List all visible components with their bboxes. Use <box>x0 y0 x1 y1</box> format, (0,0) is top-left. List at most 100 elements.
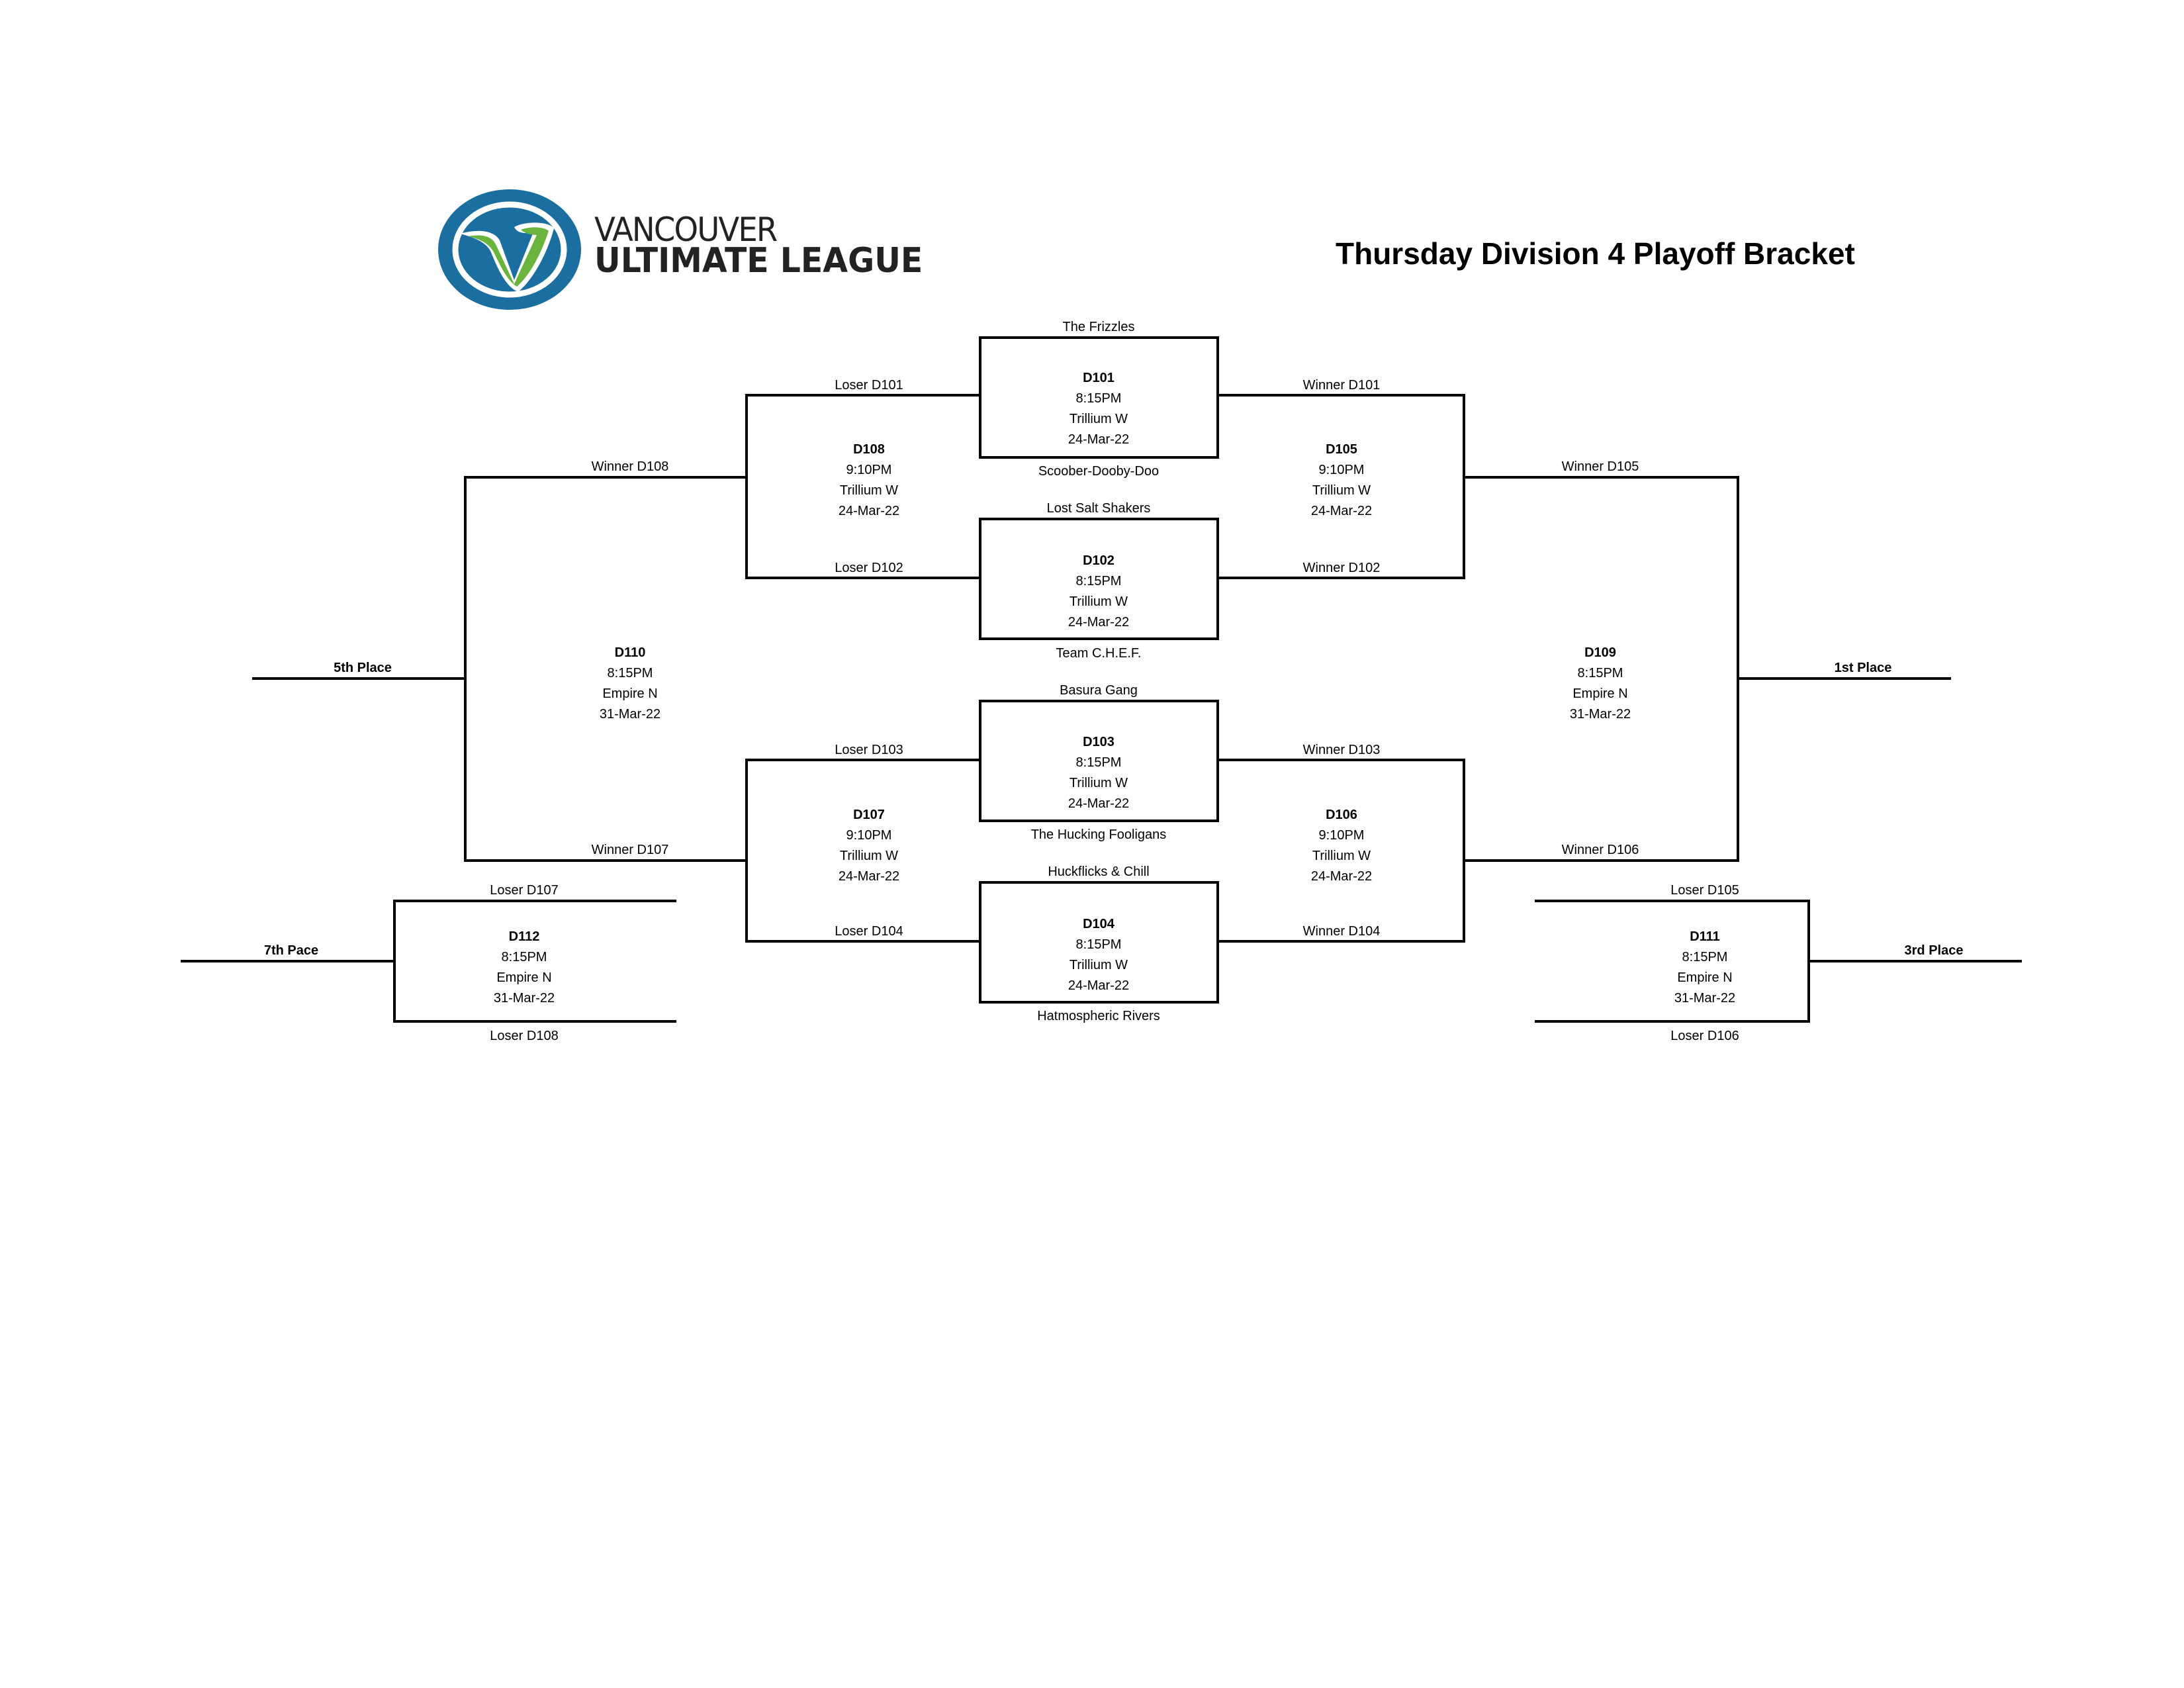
slot-label: Winner D103 <box>1302 743 1381 757</box>
game-id: D104 <box>1083 917 1115 931</box>
game-field: Empire N <box>496 970 552 985</box>
game-time: 8:15PM <box>1075 937 1122 952</box>
connector-loser-d104 <box>747 940 980 943</box>
connector-winner-d102 <box>1218 577 1465 579</box>
slot-label: Loser D105 <box>1670 883 1739 898</box>
game-field: Trillium W <box>1069 958 1128 972</box>
game-id: D109 <box>1584 645 1616 660</box>
connector-winner-d107 <box>465 859 748 862</box>
game-field: Trillium W <box>1069 412 1128 426</box>
vul-v-logo-icon <box>438 189 581 310</box>
game-id: D101 <box>1083 371 1115 385</box>
slot-label: Loser D106 <box>1670 1029 1739 1043</box>
game-date: 31-Mar-22 <box>599 707 661 722</box>
slot-label: Loser D108 <box>490 1029 559 1043</box>
game-field: Trillium W <box>1069 776 1128 790</box>
game-info-d105: D105 9:10PM Trillium W 24-Mar-22 <box>1311 440 1372 522</box>
game-info-d103: D103 8:15PM Trillium W 24-Mar-22 <box>1068 732 1129 814</box>
placement-label-5th: 5th Place <box>334 661 392 675</box>
game-date: 24-Mar-22 <box>1068 615 1130 630</box>
game-id: D108 <box>853 442 885 457</box>
game-info-d108: D108 9:10PM Trillium W 24-Mar-22 <box>839 440 899 522</box>
game-info-d104: D104 8:15PM Trillium W 24-Mar-22 <box>1068 914 1129 996</box>
game-time: 9:10PM <box>846 828 892 843</box>
slot-label: Winner D108 <box>591 459 669 474</box>
game-time: 8:15PM <box>1075 755 1122 770</box>
game-id: D111 <box>1690 929 1720 944</box>
game-box-d101 <box>979 336 1219 459</box>
game-info-d107: D107 9:10PM Trillium W 24-Mar-22 <box>839 805 899 887</box>
game-time: 8:15PM <box>607 666 653 680</box>
game-id: D106 <box>1326 808 1357 822</box>
line-3rd-place <box>1809 960 2022 962</box>
game-info-d111: D111 8:15PM Empire N 31-Mar-22 <box>1674 927 1735 1009</box>
game-time: 8:15PM <box>1075 391 1122 406</box>
connector-d109-vertical <box>1737 476 1739 862</box>
game-info-d101: D101 8:15PM Trillium W 24-Mar-22 <box>1068 368 1129 450</box>
placement-label-3rd: 3rd Place <box>1904 943 1964 958</box>
placement-label-1st: 1st Place <box>1834 661 1892 675</box>
slot-label: Loser D103 <box>835 743 903 757</box>
game-time: 8:15PM <box>1577 666 1623 680</box>
slot-label: Winner D105 <box>1561 459 1639 474</box>
game-date: 24-Mar-22 <box>1068 432 1130 447</box>
slot-label: Loser D101 <box>835 378 903 393</box>
line-5th-place <box>252 677 465 680</box>
logo-text-ultimate-league: ULTIMATE LEAGUE <box>594 241 923 281</box>
connector-winner-d103 <box>1218 759 1465 761</box>
game-time: 8:15PM <box>1075 574 1122 588</box>
connector-d112-vertical <box>393 900 396 1023</box>
team-label: Huckflicks & Chill <box>1048 865 1150 879</box>
game-date: 24-Mar-22 <box>838 504 900 518</box>
game-field: Empire N <box>1677 970 1733 985</box>
game-time: 9:10PM <box>1318 828 1365 843</box>
connector-winner-d106 <box>1463 859 1739 862</box>
game-field: Trillium W <box>839 849 899 863</box>
connector-winner-d105 <box>1463 476 1739 479</box>
connector-loser-d107 <box>394 900 676 902</box>
game-date: 31-Mar-22 <box>493 991 555 1006</box>
game-time: 9:10PM <box>846 463 892 477</box>
slot-label: Winner D101 <box>1302 378 1381 393</box>
game-id: D105 <box>1326 442 1357 457</box>
team-label: Team C.H.E.F. <box>1056 646 1142 661</box>
game-id: D112 <box>508 929 540 944</box>
game-info-d112: D112 8:15PM Empire N 31-Mar-22 <box>494 927 555 1009</box>
page-title: Thursday Division 4 Playoff Bracket <box>1336 236 1855 271</box>
game-info-d109: D109 8:15PM Empire N 31-Mar-22 <box>1570 643 1631 725</box>
connector-d110-vertical <box>464 476 467 862</box>
connector-loser-d102 <box>747 577 980 579</box>
game-date: 24-Mar-22 <box>1310 869 1373 884</box>
connector-winner-d101 <box>1218 394 1465 397</box>
team-label: The Frizzles <box>1062 320 1135 334</box>
game-id: D102 <box>1083 553 1115 568</box>
game-info-d110: D110 8:15PM Empire N 31-Mar-22 <box>600 643 660 725</box>
slot-label: Loser D104 <box>835 924 903 939</box>
connector-loser-d108 <box>394 1020 676 1023</box>
slot-label: Loser D102 <box>835 561 903 575</box>
game-field: Trillium W <box>839 483 899 498</box>
game-date: 24-Mar-22 <box>1068 796 1130 811</box>
game-id: D103 <box>1083 735 1115 749</box>
game-info-d102: D102 8:15PM Trillium W 24-Mar-22 <box>1068 551 1129 633</box>
line-7th-place <box>181 960 394 962</box>
line-1st-place <box>1738 677 1951 680</box>
game-field: Empire N <box>1572 686 1628 701</box>
game-info-d106: D106 9:10PM Trillium W 24-Mar-22 <box>1311 805 1372 887</box>
game-date: 31-Mar-22 <box>1674 991 1736 1006</box>
game-time: 9:10PM <box>1318 463 1365 477</box>
team-label: Basura Gang <box>1060 683 1138 698</box>
team-label: Lost Salt Shakers <box>1046 501 1151 516</box>
slot-label: Winner D106 <box>1561 843 1639 857</box>
team-label: Scoober-Dooby-Doo <box>1038 464 1160 479</box>
game-time: 8:15PM <box>1682 950 1728 964</box>
slot-label: Winner D107 <box>591 843 669 857</box>
game-id: D110 <box>614 645 646 660</box>
team-label: Hatmospheric Rivers <box>1037 1009 1160 1023</box>
connector-loser-d101 <box>747 394 980 397</box>
game-field: Trillium W <box>1312 849 1371 863</box>
slot-label: Loser D107 <box>490 883 559 898</box>
connector-loser-d103 <box>747 759 980 761</box>
game-field: Trillium W <box>1312 483 1371 498</box>
game-date: 24-Mar-22 <box>1068 978 1130 993</box>
